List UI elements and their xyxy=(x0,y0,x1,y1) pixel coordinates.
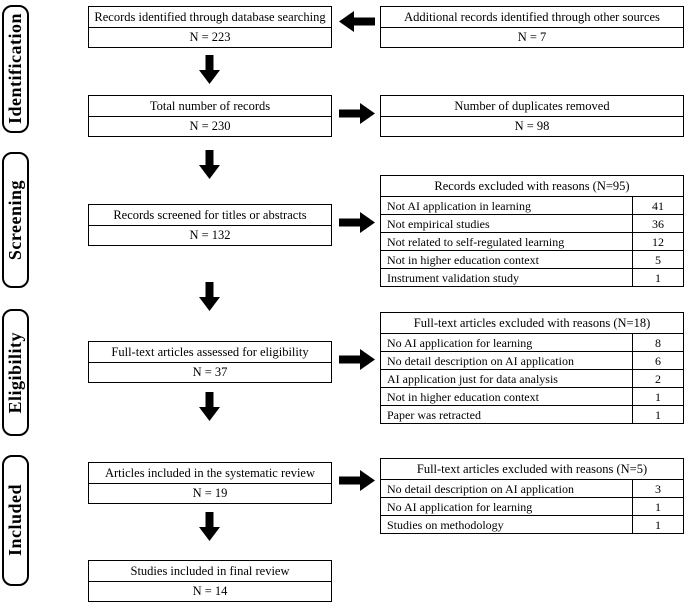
box-records-screened-title: Records screened for titles or abstracts xyxy=(89,205,331,226)
exclusion-row: Not empirical studies 36 xyxy=(381,215,683,233)
exclusion-reason: Not empirical studies xyxy=(387,216,490,231)
box-duplicates-removed: Number of duplicates removed N = 98 xyxy=(380,95,684,137)
box-final-review-title: Studies included in final review xyxy=(89,561,331,582)
exclusion-reason: Not in higher education context xyxy=(387,252,539,267)
box-total-records-n: N = 230 xyxy=(189,119,231,133)
box-fulltext-assessed: Full-text articles assessed for eligibil… xyxy=(88,341,332,383)
stage-screening-label: Screening xyxy=(5,179,25,261)
box-total-records-title: Total number of records xyxy=(89,96,331,117)
exclusion-row: Paper was retracted 1 xyxy=(381,406,683,423)
exclusion-count: 1 xyxy=(632,406,683,423)
exclusion-reason: Instrument validation study xyxy=(387,270,519,285)
exclusion-reason: No AI application for learning xyxy=(387,335,533,350)
exclusion-count: 3 xyxy=(632,480,683,497)
stage-identification: Identification xyxy=(2,5,29,133)
arrow-down-icon xyxy=(198,512,221,542)
box-fulltext-assessed-title: Full-text articles assessed for eligibil… xyxy=(89,342,331,363)
exclusion-count: 1 xyxy=(632,269,683,286)
box-fulltext-assessed-n: N = 37 xyxy=(192,365,228,379)
exclusion-count: 1 xyxy=(632,516,683,533)
exclusion-table-screening: Records excluded with reasons (N=95) Not… xyxy=(380,175,684,287)
exclusion-row: No detail description on AI application … xyxy=(381,352,683,370)
box-included-systematic-review: Articles included in the systematic revi… xyxy=(88,462,332,504)
exclusion-table-included: Full-text articles excluded with reasons… xyxy=(380,458,684,534)
exclusion-reason: Not in higher education context xyxy=(387,389,539,404)
stage-screening: Screening xyxy=(2,152,29,288)
arrow-down-icon xyxy=(198,282,221,312)
box-duplicates-removed-n: N = 98 xyxy=(514,119,550,133)
exclusion-count: 5 xyxy=(632,251,683,268)
box-other-sources-n: N = 7 xyxy=(517,30,547,44)
exclusion-row: No detail description on AI application … xyxy=(381,480,683,498)
exclusion-row: Not in higher education context 5 xyxy=(381,251,683,269)
exclusion-reason: Studies on methodology xyxy=(387,517,504,532)
box-database-search: Records identified through database sear… xyxy=(88,6,332,48)
exclusion-reason: Not related to self-regulated learning xyxy=(387,234,565,249)
stage-included: Included xyxy=(2,455,29,586)
stage-included-label: Included xyxy=(5,484,25,557)
exclusion-reason: Paper was retracted xyxy=(387,407,481,422)
exclusion-count: 2 xyxy=(632,370,683,387)
exclusion-row: AI application just for data analysis 2 xyxy=(381,370,683,388)
exclusion-row: Instrument validation study 1 xyxy=(381,269,683,286)
box-database-search-title: Records identified through database sear… xyxy=(89,7,331,28)
exclusion-row: No AI application for learning 1 xyxy=(381,498,683,516)
exclusion-reason: No detail description on AI application xyxy=(387,481,574,496)
stage-eligibility: Eligibility xyxy=(2,309,29,436)
exclusion-table-eligibility: Full-text articles excluded with reasons… xyxy=(380,312,684,424)
arrow-down-icon xyxy=(198,392,221,422)
exclusion-table-screening-header: Records excluded with reasons (N=95) xyxy=(381,176,683,197)
exclusion-row: Not AI application in learning 41 xyxy=(381,197,683,215)
exclusion-count: 1 xyxy=(632,498,683,515)
box-records-screened: Records screened for titles or abstracts… xyxy=(88,204,332,246)
box-included-systematic-review-title: Articles included in the systematic revi… xyxy=(89,463,331,484)
box-final-review-n: N = 14 xyxy=(192,584,228,598)
exclusion-row: Studies on methodology 1 xyxy=(381,516,683,533)
exclusion-table-included-header: Full-text articles excluded with reasons… xyxy=(381,459,683,480)
arrow-right-icon xyxy=(339,348,376,371)
box-included-systematic-review-n: N = 19 xyxy=(192,486,228,500)
box-database-search-n: N = 223 xyxy=(189,30,231,44)
exclusion-reason: AI application just for data analysis xyxy=(387,371,558,386)
exclusion-row: Not in higher education context 1 xyxy=(381,388,683,406)
box-total-records: Total number of records N = 230 xyxy=(88,95,332,137)
exclusion-count: 1 xyxy=(632,388,683,405)
exclusion-count: 12 xyxy=(632,233,683,250)
exclusion-reason: No AI application for learning xyxy=(387,499,533,514)
box-final-review: Studies included in final review N = 14 xyxy=(88,560,332,602)
box-duplicates-removed-title: Number of duplicates removed xyxy=(381,96,683,117)
stage-eligibility-label: Eligibility xyxy=(5,331,25,414)
exclusion-count: 36 xyxy=(632,215,683,232)
arrow-right-icon xyxy=(339,102,376,125)
box-other-sources: Additional records identified through ot… xyxy=(380,6,684,48)
arrow-right-icon xyxy=(339,469,376,492)
exclusion-count: 8 xyxy=(632,334,683,351)
exclusion-reason: Not AI application in learning xyxy=(387,198,531,213)
stage-identification-label: Identification xyxy=(5,13,25,125)
exclusion-count: 6 xyxy=(632,352,683,369)
exclusion-reason: No detail description on AI application xyxy=(387,353,574,368)
exclusion-count: 41 xyxy=(632,197,683,214)
arrow-right-icon xyxy=(339,211,376,234)
exclusion-row: No AI application for learning 8 xyxy=(381,334,683,352)
arrow-down-icon xyxy=(198,150,221,180)
box-other-sources-title: Additional records identified through ot… xyxy=(381,7,683,28)
exclusion-row: Not related to self-regulated learning 1… xyxy=(381,233,683,251)
exclusion-table-eligibility-header: Full-text articles excluded with reasons… xyxy=(381,313,683,334)
box-records-screened-n: N = 132 xyxy=(189,228,231,242)
arrow-left-icon xyxy=(338,10,375,33)
arrow-down-icon xyxy=(198,55,221,85)
